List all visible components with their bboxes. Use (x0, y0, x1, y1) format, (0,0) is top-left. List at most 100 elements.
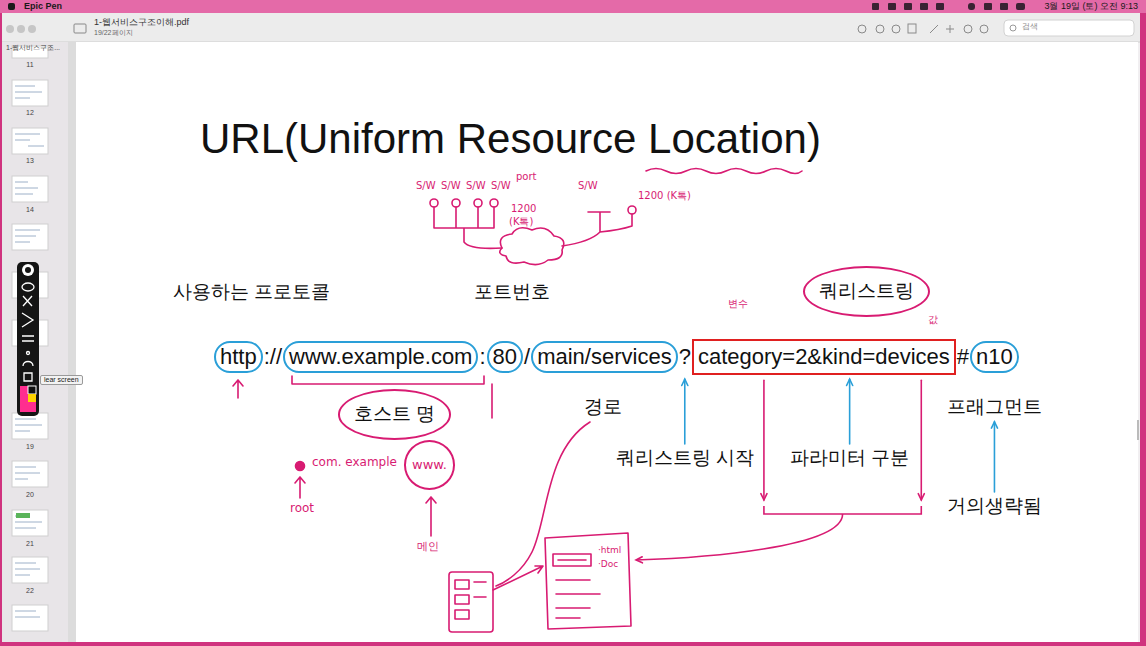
ink-stroke (872, 3, 1025, 10)
url-part-oval: n10 (970, 341, 1019, 373)
ink-stroke (22, 336, 34, 341)
ink-stroke (553, 554, 591, 566)
ink-stroke (968, 3, 975, 10)
ink-stroke (908, 24, 916, 33)
page-indicator: 19/22페이지 (94, 29, 133, 37)
part-label: 포트번호 (474, 281, 550, 304)
highlight-oval: 쿼리스트링 (803, 266, 930, 317)
ink-stroke (872, 3, 879, 10)
ink-stroke (496, 422, 590, 586)
ink-stroke (562, 212, 632, 246)
ink-stroke (22, 313, 33, 327)
handwritten-note-text: (K톡) (509, 216, 533, 227)
handwritten-note-text: S/W (466, 180, 486, 191)
handwritten-note-text: ·html (598, 545, 621, 555)
ink-stroke (15, 134, 44, 146)
handwritten-note-text: 변수 (728, 298, 748, 309)
url-separator: / (524, 344, 530, 370)
ink-stroke (28, 402, 36, 412)
thumbnail-number-text: 12 (26, 109, 34, 116)
handwritten-note: 1200 (K톡) (638, 190, 691, 202)
ink-stroke (434, 207, 502, 248)
ink-stroke (20, 394, 28, 412)
tooltip-text: lear screen (44, 376, 79, 383)
node-text: 쿼리스트링 (819, 280, 914, 303)
handwritten-note-text: 1200 (511, 203, 536, 214)
menu-clock-text: 3월 19일 (토) 오전 9:13 (1044, 1, 1138, 11)
ink-stroke (12, 46, 48, 631)
handwritten-note: ·Doc (598, 559, 618, 570)
handwritten-note: S/W (578, 180, 598, 192)
ink-stroke (28, 394, 36, 402)
handwritten-note: root (290, 501, 314, 515)
ink-stroke (2, 42, 68, 642)
ink-stroke (936, 3, 944, 10)
ink-stroke (28, 25, 36, 33)
handwritten-note-text: root (290, 501, 314, 515)
ink-arrow (763, 380, 765, 500)
ink-stroke (17, 262, 39, 416)
ink-stroke (920, 3, 928, 10)
search-placeholder: 검색 (1022, 22, 1038, 32)
handwritten-note: S/W (491, 180, 511, 192)
thumbnail-number: 12 (26, 109, 34, 117)
url-separator: # (957, 344, 969, 370)
handwritten-note-text: com. example (312, 455, 397, 469)
ink-stroke (556, 560, 600, 618)
url-part-oval: 80 (487, 341, 523, 373)
thumbnail-number: 21 (26, 540, 34, 548)
ink-stroke (23, 296, 32, 306)
handwritten-note: 변수 (728, 298, 748, 310)
ink-stroke (6, 25, 14, 33)
ink-stroke (455, 580, 486, 619)
ink-stroke (12, 557, 48, 583)
part-label-text: 포트번호 (474, 281, 550, 302)
part-label-text: 사용하는 프로토콜 (173, 281, 330, 302)
part-label: 경로 (584, 396, 622, 419)
handwritten-note-text: S/W (416, 180, 436, 191)
ink-stroke (545, 533, 631, 629)
ink-stroke (15, 86, 44, 617)
part-label-text: 프래그먼트 (947, 396, 1042, 417)
ink-stroke (493, 566, 543, 590)
ink-stroke (296, 462, 305, 471)
ink-stroke (12, 128, 48, 154)
ink-stroke (233, 380, 243, 398)
part-label-text: 경로 (584, 396, 622, 417)
node-text: www. (412, 457, 447, 473)
sidebar-title-text: 1-웹서비스구조... (6, 44, 60, 51)
url-separator-text: ? (679, 344, 691, 369)
ink-stroke (15, 182, 38, 194)
url-separator: : (479, 344, 485, 370)
ink-stroke (27, 352, 30, 355)
url-separator-text: : (479, 344, 485, 369)
ink-stroke (295, 477, 305, 498)
ink-stroke (15, 467, 40, 479)
ink-stroke (2, 42, 1140, 43)
ink-stroke (15, 611, 40, 617)
thumbnail-number: 11 (26, 61, 33, 69)
ink-stroke (1010, 25, 1016, 31)
ink-arrow-head (761, 494, 767, 500)
handwritten-note: port (516, 171, 537, 183)
ink-stroke (22, 264, 34, 276)
part-label: 쿼리스트링 시작 (616, 447, 754, 470)
thumbnail-number-text: 22 (26, 587, 34, 594)
ink-stroke (500, 228, 564, 265)
ink-stroke (452, 199, 460, 207)
node-text: category=2&kind=devices (698, 344, 950, 370)
ink-stroke (490, 199, 498, 207)
node-text: 호스트 명 (354, 403, 435, 426)
pointer-arrow (684, 379, 686, 444)
search-placeholder-text: 검색 (1022, 22, 1038, 31)
part-label: 파라미터 구분 (790, 447, 909, 470)
ink-stroke (8, 3, 15, 10)
ink-stroke (430, 199, 438, 207)
url-separator: :// (264, 344, 282, 370)
url-part-oval: www.example.com (283, 341, 478, 373)
handwritten-note: S/W (441, 180, 461, 192)
thumbnail-number: 22 (26, 587, 34, 595)
handwritten-note-text: 1200 (K톡) (638, 190, 691, 201)
